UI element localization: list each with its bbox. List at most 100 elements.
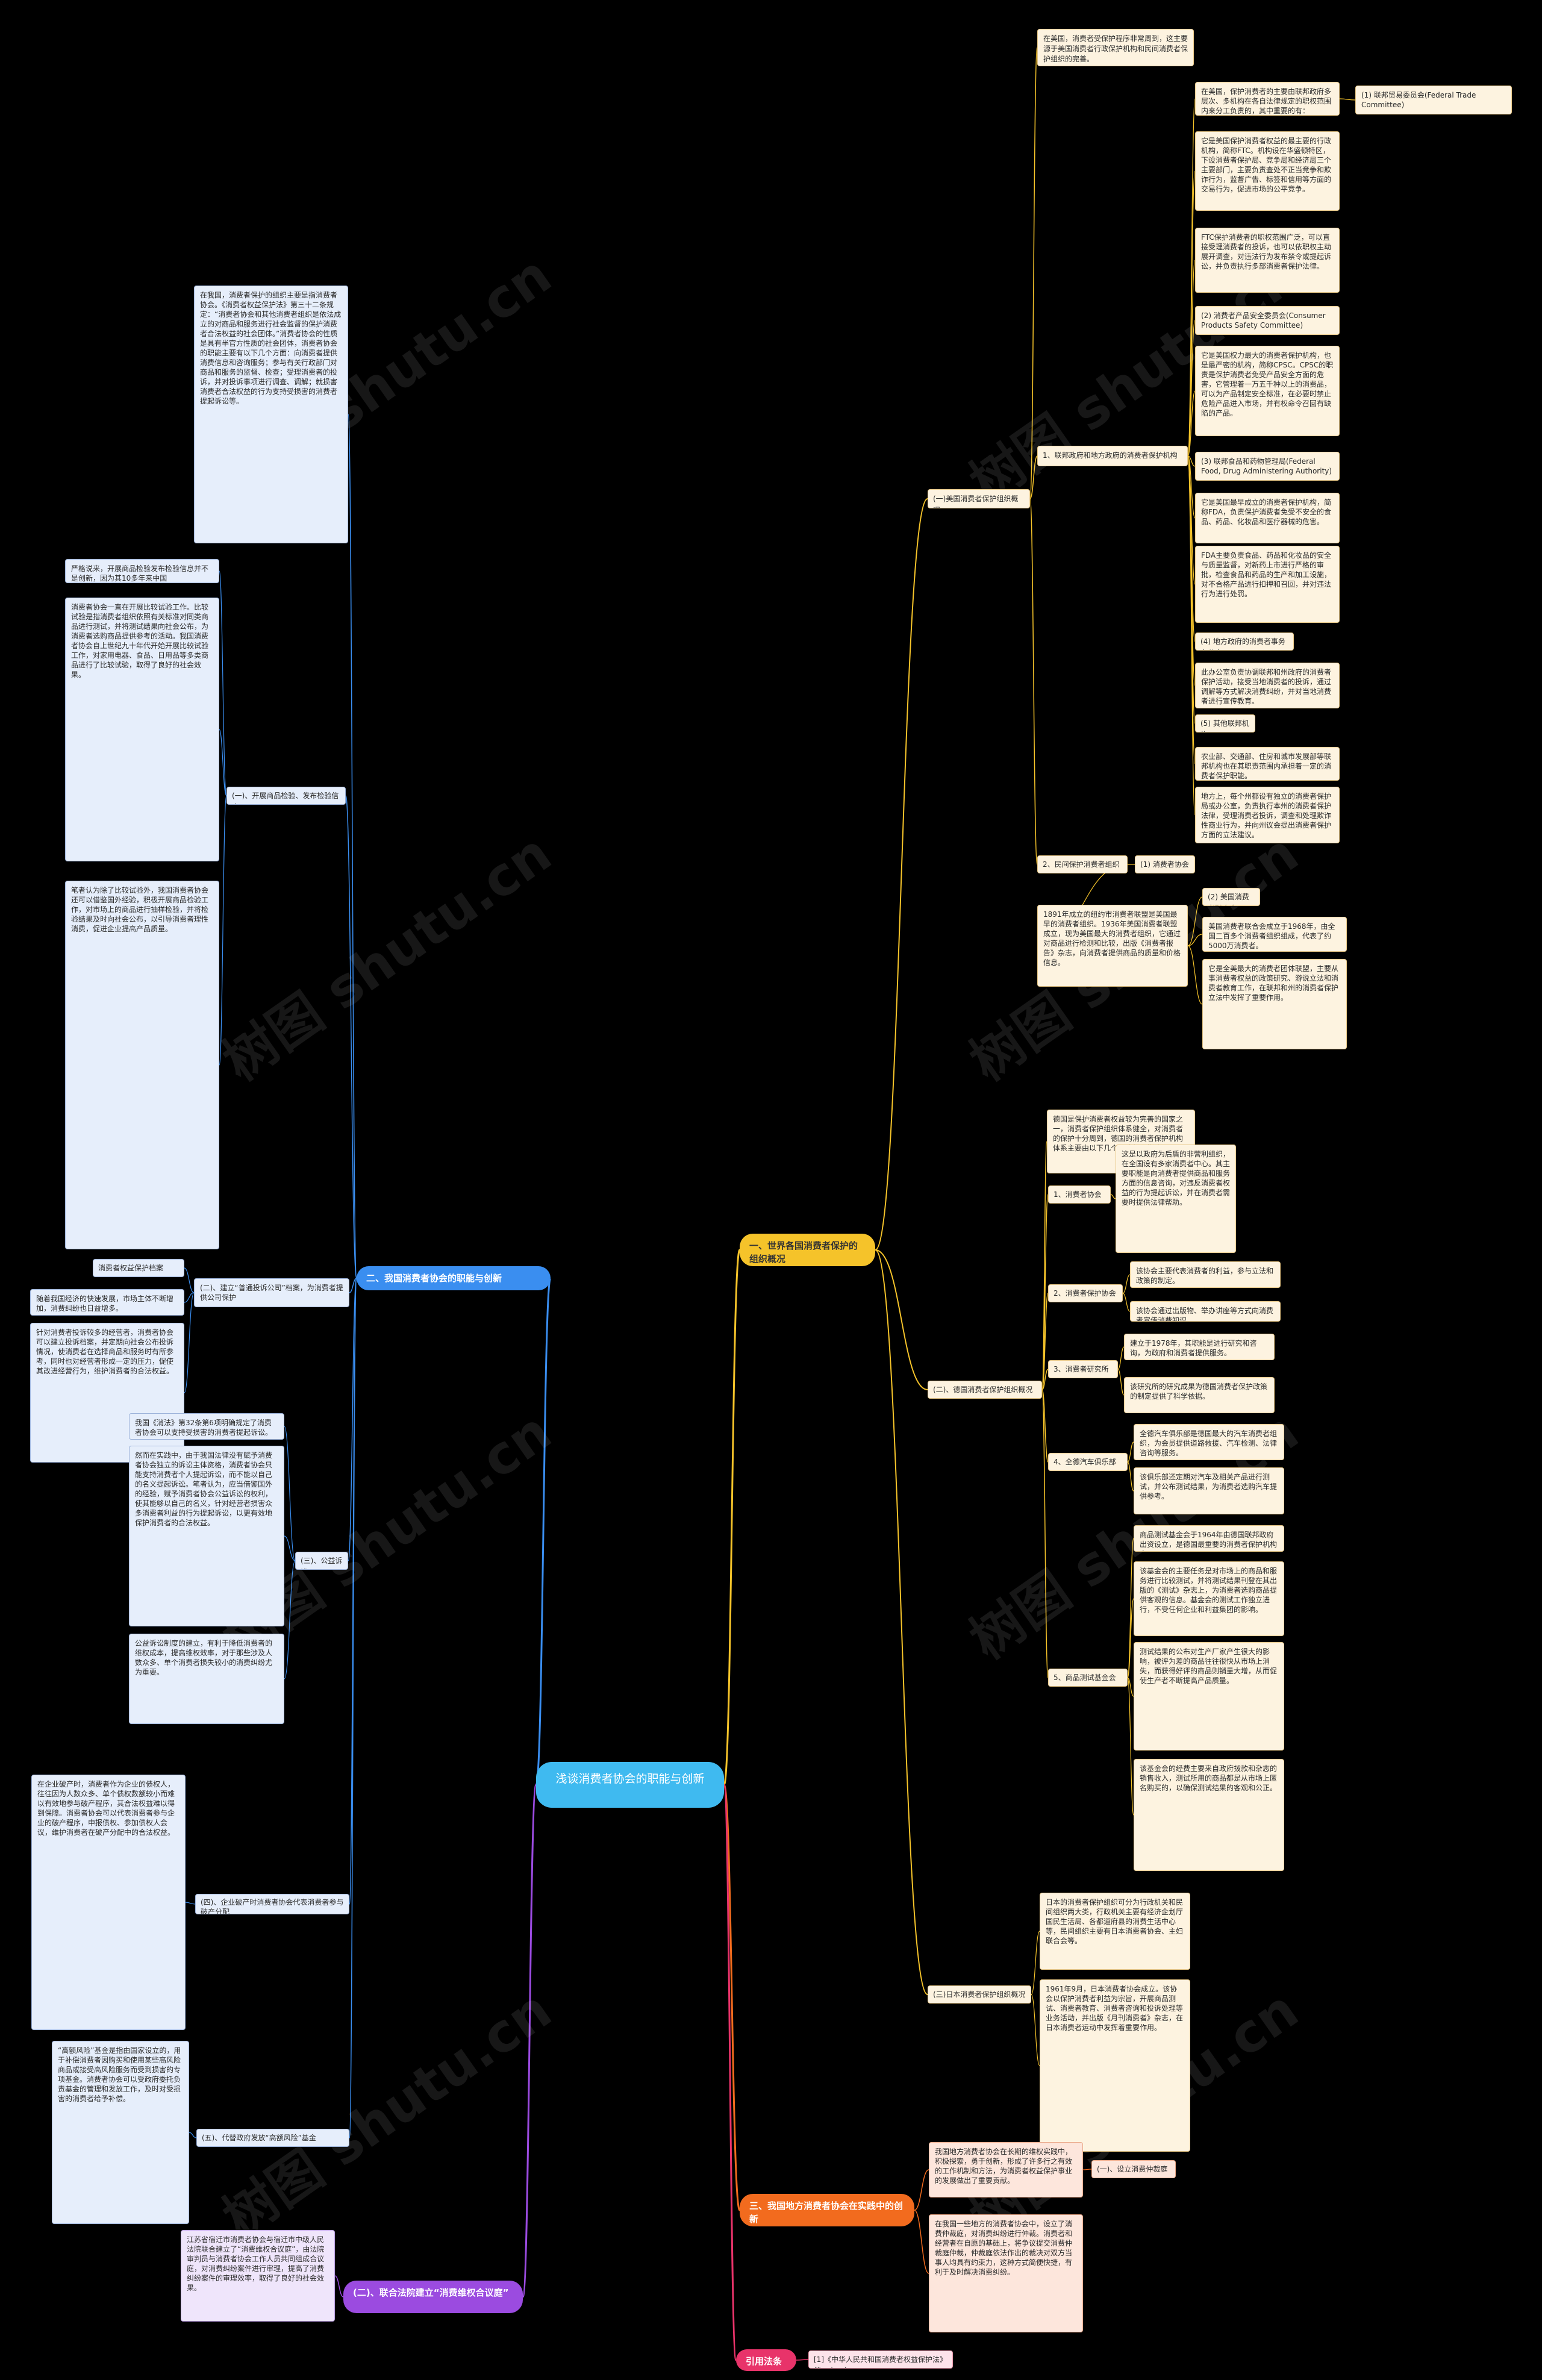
edge-de-r_de_5: [1041, 1389, 1049, 1678]
germany-stiftung-warentest[interactable]: 5、商品测试基金会: [1048, 1669, 1128, 1687]
edge-gov-r_us_other_d2: [1187, 455, 1196, 816]
edge-l3-l_3_b: [284, 1535, 296, 1561]
litigation-legal-basis: 我国《消法》第32条第6项明确规定了消费者协会可以支持受损害的消费者提起诉讼。: [129, 1413, 284, 1440]
consumer-arbitration-court[interactable]: (一)、设立消费仲裁庭: [1091, 2160, 1176, 2178]
us-fda-title[interactable]: (3) 联邦食品和药物管理局(Federal Food, Drug Admini…: [1195, 452, 1340, 481]
edge-ftc: [1339, 98, 1356, 101]
germany-overview-node[interactable]: (二)、德国消费者保护组织概况: [928, 1381, 1042, 1399]
branch-china-consumer-association[interactable]: 二、我国消费者协会的职能与创新: [357, 1266, 551, 1290]
china-association-intro: 在我国，消费者保护的组织主要是指消费者协会。《消费者权益保护法》第三十二条规定：…: [194, 286, 348, 543]
edge-cu-r_us_cu_b: [1187, 945, 1203, 1005]
cited-law-article[interactable]: [1]《中华人民共和国消费者权益保护法》 第三十二条: [808, 2350, 953, 2369]
germany-stiftung-founding: 商品测试基金会于1964年由德国联邦政府出资设立，是德国最重要的消费者保护机构之…: [1134, 1525, 1284, 1552]
germany-consumer-association-description: 这是以政府为后盾的非营利组织，在全国设有多家消费者中心。其主要职能是向消费者提供…: [1116, 1145, 1236, 1253]
germany-research-institute[interactable]: 3、消费者研究所: [1048, 1360, 1118, 1378]
edge-l5: [189, 2132, 197, 2138]
edge-root-b5: [723, 1784, 737, 2361]
edge-b2-l_5: [349, 1278, 357, 2138]
us-other-agencies-title[interactable]: (5) 其他联邦机构: [1195, 714, 1255, 732]
us-agencies-intro: 在美国，保护消费者的主要由联邦政府多层次、多机构在各自法律规定的职权范围内来分工…: [1195, 82, 1340, 116]
edge-gov-r_us_fda: [1187, 455, 1196, 467]
complaint-records-background: 随着我国经济的快速发展，市场主体不断增加，消费纠纷也日益增多。: [30, 1289, 184, 1316]
us-other-agencies-description: 农业部、交通部、住房和城市发展部等联邦机构也在其职责范围内承担着一定的消费者保护…: [1195, 747, 1340, 781]
edge-gov-r_us_cpsc_d: [1187, 390, 1196, 457]
edge-cn1: [1082, 2169, 1092, 2170]
us-overview-node[interactable]: (一)美国消费者保护组织概况: [928, 489, 1030, 508]
us-consumer-union-title[interactable]: (1) 消费者协会: [1135, 855, 1195, 873]
us-civil-organizations[interactable]: 2、民间保护消费者组织: [1037, 855, 1128, 873]
edge-de-r_de_3: [1041, 1369, 1049, 1390]
us-fda-duties: FDA主要负责食品、药品和化妆品的安全与质量监督，对新药上市进行严格的审批，检查…: [1195, 546, 1340, 623]
germany-consumer-association[interactable]: 1、消费者协会: [1048, 1185, 1111, 1204]
risk-fund-description: “高额风险”基金是指由国家设立的，用于补偿消费者因购买和使用某些高风险商品或接受…: [52, 2041, 189, 2224]
edge-us-r_us_civil: [1029, 498, 1038, 865]
edge-b2-l_1: [345, 795, 357, 1279]
germany-automobile-club[interactable]: 4、全德汽车俱乐部: [1048, 1453, 1128, 1471]
edge-root-b3: [723, 1784, 741, 2211]
public-interest-litigation-node[interactable]: (三)、公益诉讼: [295, 1552, 348, 1570]
bankruptcy-representation-node[interactable]: (四)、企业破产时消费者协会代表消费者参与破产分配: [195, 1894, 349, 1914]
product-testing-note: 严格说来，开展商品检验发布检验信息并不是创新，因为其10多年来中国: [65, 559, 219, 583]
edge-gov-r_us_fda_d1: [1187, 455, 1196, 519]
edge-de5-r_de_5_d4: [1127, 1677, 1134, 1816]
germany-stiftung-funding: 该基金会的经费主要来自政府拨款和杂志的销售收入，测试所用的商品都是从市场上匿名购…: [1134, 1759, 1284, 1871]
us-cfa-description: 美国消费者联合会成立于1968年，由全国二百多个消费者组织组成，代表了约5000…: [1202, 917, 1347, 952]
us-cfa-title[interactable]: (2) 美国消费者联合会: [1202, 888, 1260, 906]
complaint-records-title[interactable]: 消费者权益保护档案: [93, 1259, 184, 1277]
edge-us-r_us_gov: [1029, 455, 1038, 499]
edge-jp-r_jp_d2: [1031, 1994, 1040, 2066]
edge-cu-r_us_cu_a_d: [1187, 934, 1203, 946]
edge-b3-r_cn_d1: [914, 2169, 929, 2211]
root-topic[interactable]: 浅谈消费者协会的职能与创新: [536, 1762, 724, 1808]
edge-cu-r_us_cu_a: [1187, 896, 1203, 946]
consumer-court-description: 江苏省宿迁市消费者协会与宿迁市中级人民法院联合建立了“消费维权合议庭”，由法院审…: [181, 2230, 335, 2322]
us-cpsc-description: 它是美国权力最大的消费者保护机构，也是最严密的机构，简称CPSC。CPSC的职责…: [1195, 346, 1340, 436]
litigation-benefits: 公益诉讼制度的建立，有利于降低消费者的维权成本，提高维权效率，对于那些涉及人数众…: [129, 1634, 284, 1724]
edge-de-r_de_4: [1041, 1389, 1049, 1463]
branch-cited-law[interactable]: 引用法条: [736, 2349, 796, 2371]
edge-b1-r_de: [875, 1249, 928, 1390]
risk-fund-node[interactable]: (五)、代替政府发放“高额风险”基金: [196, 2129, 349, 2147]
edge-de5-r_de_5_d3: [1127, 1677, 1134, 1697]
edge-de2-r_de_2_d2: [1122, 1293, 1131, 1312]
edge-de1: [1110, 1194, 1116, 1199]
edge-de4-r_de_4_d: [1127, 1441, 1134, 1463]
edge-b1-r_jp: [875, 1249, 928, 1995]
edge-de-r_de_2: [1041, 1293, 1049, 1390]
us-fda-description: 它是美国最早成立的消费者保护机构，简称FDA，负责保护消费者免受不安全的食品、药…: [1195, 493, 1340, 543]
edge-de2-r_de_2_d: [1122, 1274, 1131, 1294]
edge-l1-l_1_d2: [219, 729, 227, 796]
germany-stiftung-tasks: 该基金会的主要任务是对市场上的商品和服务进行比较测试，并将测试结果刊登在其出版的…: [1134, 1561, 1284, 1636]
edge-l2-l_2_a: [184, 1267, 195, 1293]
complaint-records-node[interactable]: (二)、建立“普通投诉公司”档案，为消费者提供公司保护: [194, 1278, 349, 1307]
consumer-arbitration-description: 在我国一些地方的消费者协会中，设立了消费仲裁庭，对消费纠纷进行仲裁。消费者和经营…: [929, 2214, 1083, 2332]
us-government-agencies[interactable]: 1、联邦政府和地方政府的消费者保护机构: [1037, 446, 1188, 466]
branch-local-innovation[interactable]: 三、我国地方消费者协会在实践中的创新: [740, 2194, 914, 2226]
germany-protection-association[interactable]: 2、消费者保护协会: [1048, 1284, 1123, 1302]
comparative-testing-description: 消费者协会一直在开展比较试验工作。比较试验是指消费者组织依照有关标准对同类商品进…: [65, 598, 219, 861]
us-ftc-title[interactable]: (1) 联邦贸易委员会(Federal Trade Committee): [1355, 86, 1512, 114]
edge-de4-r_de_4_d2: [1127, 1461, 1134, 1491]
branch-consumer-court[interactable]: (二)、联合法院建立“消费维权合议庭”: [343, 2281, 523, 2313]
edge-de5-r_de_5_d1: [1127, 1538, 1134, 1678]
edge-l4: [185, 1902, 196, 1905]
edge-gov-r_us_ftc_d1: [1187, 170, 1196, 457]
us-local-office-title[interactable]: (4) 地方政府的消费者事务办公室: [1195, 632, 1294, 651]
edge-l3-l_3_c: [284, 1560, 296, 1679]
branch-world-consumer-organizations[interactable]: 一、世界各国消费者保护的组织概况: [740, 1234, 875, 1266]
edge-l2-l_2_b: [184, 1292, 195, 1303]
us-ftc-powers: FTC保护消费者的职权范围广泛，可以直接受理消费者的投诉，也可以依职权主动展开调…: [1195, 228, 1340, 293]
us-intro-text: 在美国，消费者受保护程序非常周到，这主要源于美国消费者行政保护机构和民间消费者保…: [1037, 29, 1194, 66]
edge-gov-r_us_ftc_intro: [1187, 98, 1196, 457]
japan-consumer-association-description: 1961年9月，日本消费者协会成立。该协会以保护消费者利益为宗旨，开展商品测试、…: [1040, 1979, 1190, 2152]
product-testing-node[interactable]: (一)、开展商品检验、发布检验信息: [226, 787, 346, 805]
us-local-office-description: 此办公室负责协调联邦和州政府的消费者保护活动，接受当地消费者的投诉，通过调解等方…: [1195, 663, 1340, 708]
germany-research-institute-results: 该研究所的研究成果为德国消费者保护政策的制定提供了科学依据。: [1124, 1377, 1275, 1413]
japan-overview-node[interactable]: (三)日本消费者保护组织概况: [928, 1985, 1031, 2004]
germany-automobile-club-testing: 该俱乐部还定期对汽车及相关产品进行测试，并公布测试结果，为消费者选购汽车提供参考…: [1134, 1467, 1284, 1514]
germany-protection-association-education: 该协会通过出版物、举办讲座等方式向消费者宣传消费知识。: [1130, 1301, 1281, 1322]
germany-automobile-club-services: 全德汽车俱乐部是德国最大的汽车消费者组织，为会员提供道路救援、汽车检测、法律咨询…: [1134, 1424, 1284, 1460]
us-cpsc-title[interactable]: (2) 消费者产品安全委员会(Consumer Products Safety …: [1195, 306, 1340, 335]
local-innovation-intro: 我国地方消费者协会在长期的维权实践中，积极探索，勇于创新，形成了许多行之有效的工…: [929, 2142, 1083, 2197]
edge-root-b2: [535, 1277, 552, 1786]
